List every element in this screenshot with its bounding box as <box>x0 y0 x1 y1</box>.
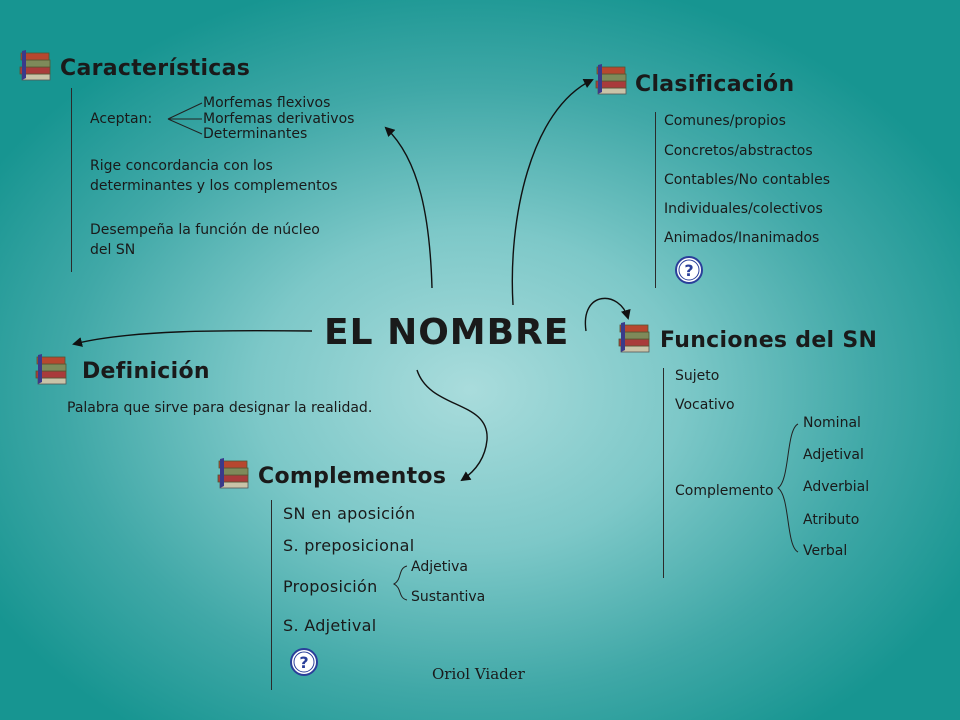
complemento-label: Complemento <box>675 483 774 499</box>
funciones-line <box>663 368 664 578</box>
books-icon <box>35 354 67 385</box>
funciones-item: Sujeto <box>675 368 720 384</box>
proposicion-bracket <box>392 565 408 601</box>
aceptan-item: Morfemas derivativos <box>203 111 355 127</box>
complemento-item: Atributo <box>803 512 860 528</box>
complementos-line <box>271 500 272 690</box>
arrow-to-clasificacion <box>511 78 594 306</box>
aceptan-item: Morfemas flexivos <box>203 95 331 111</box>
funcion-line: Desempeña la función de núcleo <box>90 222 320 238</box>
clasificacion-heading: Clasificación <box>635 72 795 97</box>
complemento-item: Adjetival <box>803 447 864 463</box>
funciones-item: Vocativo <box>675 397 735 413</box>
complemento-bracket <box>777 423 799 553</box>
funciones-heading: Funciones del SN <box>660 328 878 353</box>
proposicion-item: Sustantiva <box>411 589 486 605</box>
aceptan-bracket <box>167 102 203 135</box>
question-icon[interactable]: ? <box>674 255 704 285</box>
books-icon <box>19 50 51 81</box>
svg-text:?: ? <box>684 261 693 280</box>
complementos-item: SN en aposición <box>283 504 416 523</box>
complemento-item: Adverbial <box>803 479 870 495</box>
definicion-text: Palabra que sirve para designar la reali… <box>67 400 373 416</box>
complementos-heading: Complementos <box>258 464 447 489</box>
caracteristicas-line <box>71 88 72 272</box>
concordancia-line: determinantes y los complementos <box>90 178 338 194</box>
proposicion-label: Proposición <box>283 577 378 596</box>
arrow-to-complementos <box>416 369 488 482</box>
books-icon <box>595 64 627 95</box>
question-icon[interactable]: ? <box>289 647 319 677</box>
books-icon <box>618 322 650 353</box>
complementos-item: S. preposicional <box>283 536 415 555</box>
concordancia-line: Rige concordancia con los <box>90 158 273 174</box>
svg-text:?: ? <box>299 653 308 672</box>
arrow-to-caracteristicas <box>384 126 433 289</box>
proposicion-item: Adjetiva <box>411 559 468 575</box>
arrow-to-funciones <box>584 297 631 332</box>
complementos-item: S. Adjetival <box>283 616 377 635</box>
caracteristicas-heading: Características <box>60 56 251 81</box>
definicion-heading: Definición <box>82 359 210 384</box>
clasificacion-line <box>655 112 656 288</box>
arrow-to-definicion <box>72 329 313 347</box>
clasificacion-item: Concretos/abstractos <box>664 143 813 159</box>
aceptan-item: Determinantes <box>203 126 308 142</box>
clasificacion-item: Individuales/colectivos <box>664 201 823 217</box>
complemento-item: Nominal <box>803 415 861 431</box>
clasificacion-item: Contables/No contables <box>664 172 831 188</box>
complemento-item: Verbal <box>803 543 848 559</box>
funcion-line: del SN <box>90 242 136 258</box>
aceptan-label: Aceptan: <box>90 111 153 127</box>
books-icon <box>217 458 249 489</box>
clasificacion-item: Animados/Inanimados <box>664 230 820 246</box>
author-footer: Oriol Viader <box>432 665 525 683</box>
clasificacion-item: Comunes/propios <box>664 113 786 129</box>
page-title: EL NOMBRE <box>324 312 570 353</box>
